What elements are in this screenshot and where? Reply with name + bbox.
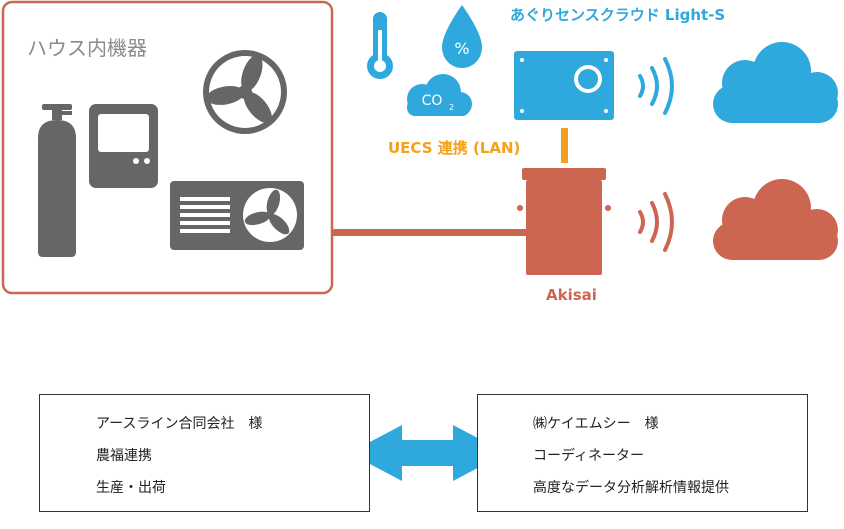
house-title: ハウス内機器	[27, 36, 147, 60]
partner-right-line: コーディネーター	[533, 448, 645, 464]
house-akisai-connector	[332, 229, 529, 236]
ac-unit-icon	[170, 181, 304, 250]
double-arrow-icon	[349, 425, 506, 481]
akisai-device-icon	[517, 168, 611, 275]
uecs-label: UECS 連携 (LAN)	[388, 139, 521, 157]
thermometer-icon	[367, 12, 393, 79]
partner-right-line: ㈱ケイエムシー 様	[533, 416, 659, 432]
humidity-label: %	[454, 39, 469, 58]
wireless-icon	[638, 192, 674, 252]
sensor-device-icon	[514, 51, 614, 120]
co2-label: CO	[422, 93, 443, 109]
fan-icon	[203, 50, 287, 134]
partner-left-line: 生産・出荷	[96, 480, 166, 496]
partner-left-line: 農福連携	[96, 448, 152, 464]
akisai-label: Akisai	[546, 286, 597, 304]
partner-box-right: ㈱ケイエムシー 様 コーディネーター 高度なデータ分析解析情報提供	[477, 394, 808, 512]
wireless-icon	[638, 57, 674, 115]
partner-right-line: 高度なデータ分析解析情報提供	[533, 480, 729, 496]
controller-icon	[89, 104, 158, 188]
gas-cylinder-icon	[38, 104, 76, 257]
co2-subscript: 2	[449, 103, 454, 112]
partner-left-line: アースライン合同会社 様	[96, 416, 263, 432]
cloud-icon	[713, 42, 838, 123]
uecs-connector	[561, 128, 568, 163]
partner-box-left: アースライン合同会社 様 農福連携 生産・出荷	[39, 394, 370, 512]
co2-cloud-icon	[407, 74, 472, 116]
cloud-icon	[713, 179, 838, 260]
sensor-title: あぐりセンスクラウド Light-S	[510, 6, 726, 24]
droplet-icon	[442, 5, 482, 68]
